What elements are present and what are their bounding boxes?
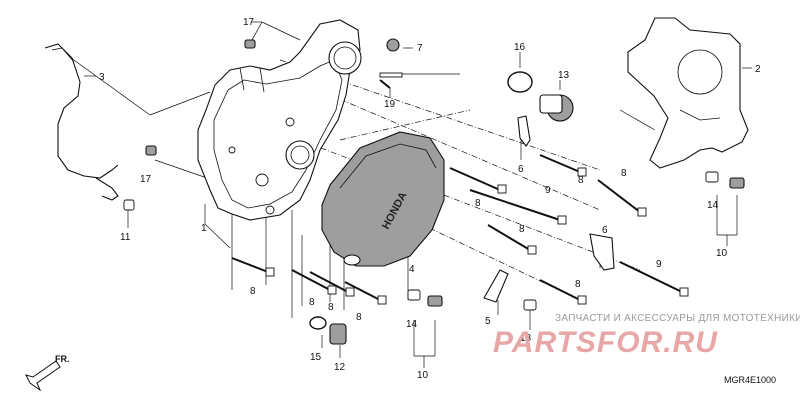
callout-8-f: 8 bbox=[578, 175, 584, 186]
callout-19: 19 bbox=[384, 99, 396, 110]
callout-10-b: 10 bbox=[716, 248, 728, 259]
watermark-subtitle: ЗАПЧАСТИ И АКСЕССУАРЫ ДЛЯ МОТОТЕХНИКИ bbox=[555, 313, 800, 324]
callout-17-b: 17 bbox=[140, 174, 152, 185]
callout-16: 16 bbox=[514, 42, 526, 53]
callout-8-g: 8 bbox=[621, 168, 627, 179]
front-direction-indicator: FR. bbox=[25, 354, 70, 392]
callout-11: 11 bbox=[120, 232, 131, 243]
clutch-cover: HONDA bbox=[321, 131, 445, 267]
callout-15: 15 bbox=[310, 352, 322, 363]
wire-bracket bbox=[44, 43, 119, 201]
callout-14-b: 14 bbox=[707, 200, 719, 211]
callout-labels: 1 2 3 4 5 6 6 7 8 8 8 8 8 8 8 8 8 9 9 10… bbox=[99, 17, 761, 381]
callout-1: 1 bbox=[201, 223, 207, 234]
callout-8-b: 8 bbox=[309, 297, 315, 308]
callout-10-a: 10 bbox=[417, 370, 429, 381]
bolts bbox=[231, 79, 689, 305]
callout-8-i: 8 bbox=[575, 279, 581, 290]
callout-7: 7 bbox=[417, 43, 423, 54]
callout-17-a: 17 bbox=[243, 17, 255, 28]
callout-8-h: 8 bbox=[519, 224, 525, 235]
small-parts bbox=[123, 38, 745, 345]
callout-14-a: 14 bbox=[406, 319, 418, 330]
callout-12: 12 bbox=[334, 362, 346, 373]
callout-5: 5 bbox=[485, 316, 491, 327]
callout-9-b: 9 bbox=[656, 259, 662, 270]
callout-3: 3 bbox=[99, 72, 105, 83]
callout-13: 13 bbox=[558, 70, 570, 81]
callout-8-d: 8 bbox=[356, 312, 362, 323]
watermark: ЗАПЧАСТИ И АКСЕССУАРЫ ДЛЯ МОТОТЕХНИКИ PA… bbox=[493, 313, 800, 359]
callout-8-a: 8 bbox=[250, 286, 256, 297]
callout-9-a: 9 bbox=[545, 185, 551, 196]
watermark-logo: PARTSFOR.RU bbox=[493, 326, 718, 359]
callout-6-b: 6 bbox=[602, 225, 608, 236]
crankcase-cover bbox=[197, 19, 362, 221]
front-arrow-icon bbox=[25, 360, 61, 392]
callout-18: 18 bbox=[520, 333, 532, 344]
callout-6-a: 6 bbox=[518, 164, 524, 175]
front-label: FR. bbox=[55, 354, 70, 364]
callout-8-c: 8 bbox=[328, 302, 334, 313]
sprocket-guard bbox=[627, 17, 749, 169]
callout-8-e: 8 bbox=[475, 198, 481, 209]
callout-4: 4 bbox=[409, 264, 415, 275]
diagram-code: MGR4E1000 bbox=[724, 375, 776, 385]
callout-2: 2 bbox=[755, 64, 761, 75]
